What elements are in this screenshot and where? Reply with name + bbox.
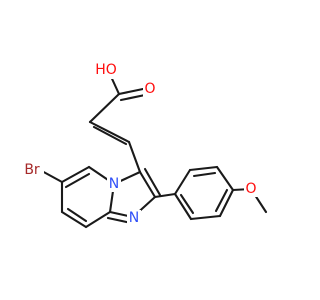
bond-ph-1-2	[173, 168, 192, 196]
bond-c7-c8-b	[66, 207, 88, 223]
bond-c8-c8a	[84, 210, 112, 229]
bond-c7-c8-a	[60, 210, 88, 229]
bond-c3-c2-a	[138, 170, 157, 199]
bond-ph-6-1-a	[173, 192, 193, 221]
bond-c5-c6-b	[64, 172, 91, 189]
atom-label-methoxy-oxygen: O	[245, 181, 256, 197]
bond-c-o-double-b	[119, 93, 147, 102]
bond-c-o-double-a	[117, 87, 145, 96]
bond-c-alpha	[88, 92, 121, 124]
bond-ph-6-1-b	[179, 193, 195, 215]
molecule-structure: HO O Br N N O	[20, 62, 268, 229]
bond-vinyl-c3	[127, 140, 142, 174]
atom-label-bridgehead-nitrogen: N	[109, 176, 119, 192]
bond-alkene-b	[92, 125, 128, 146]
bond-ph-2-3-a	[188, 165, 219, 172]
bond-c2-aryl	[153, 192, 177, 199]
bond-ph-5-6	[189, 214, 222, 221]
bond-alkene-a	[88, 120, 131, 144]
bond-c3-c2-b	[143, 167, 162, 197]
atom-label-bromine: Br	[24, 162, 40, 178]
atom-label-carbonyl-oxygen: O	[144, 81, 155, 97]
bond-c5-c6-a	[60, 165, 91, 184]
bond-ph-2-3-b	[192, 171, 217, 178]
bond-ph-3-4	[215, 165, 235, 192]
atom-labels: HO O Br N N O	[20, 62, 258, 226]
bond-ph-4-5-a	[218, 188, 235, 218]
bond-ph-4-5-b	[214, 188, 229, 213]
atom-label-hydroxyl: HO	[95, 62, 117, 78]
atom-label-imine-nitrogen: N	[129, 210, 139, 226]
